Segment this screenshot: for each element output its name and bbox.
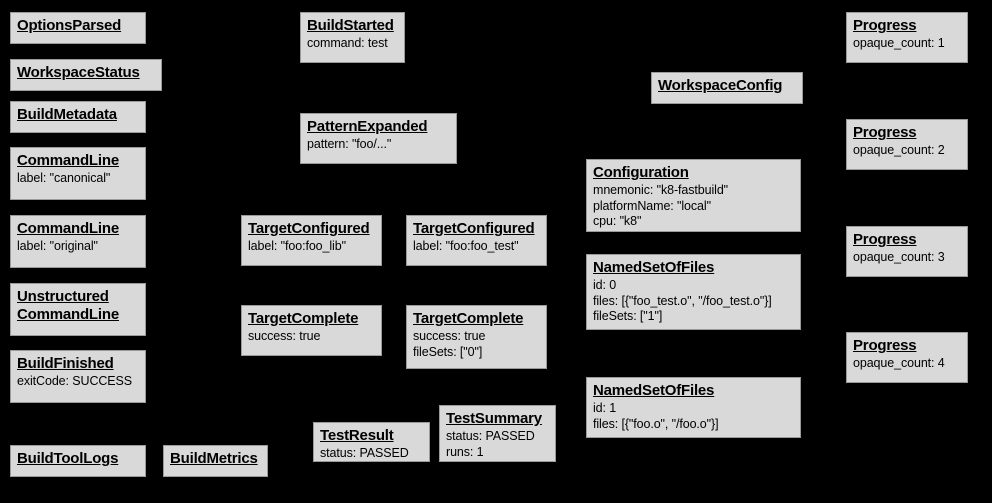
- node-fields: opaque_count: 3: [853, 249, 945, 264]
- node-title: Progress: [853, 17, 917, 34]
- node-title: BuildStarted: [307, 17, 394, 34]
- node-title: NamedSetOfFiles: [593, 382, 715, 399]
- node-fields: exitCode: SUCCESS: [17, 373, 133, 388]
- node-fields: success: true: [248, 328, 321, 343]
- node-build-tool-logs[interactable]: BuildToolLogs: [10, 445, 146, 477]
- node-fields: status: PASSED runs: 1: [446, 428, 535, 459]
- node-title: TestSummary: [446, 410, 542, 427]
- node-fields: label: "foo:foo_lib": [248, 238, 346, 253]
- node-title: PatternExpanded: [307, 118, 428, 135]
- node-fields: label: "canonical": [17, 170, 111, 185]
- node-build-metrics[interactable]: BuildMetrics: [163, 445, 268, 477]
- node-fields: label: "original": [17, 238, 98, 253]
- node-title: Configuration: [593, 164, 689, 181]
- node-fields: success: true fileSets: ["0"]: [413, 328, 486, 359]
- node-title: BuildToolLogs: [17, 450, 119, 467]
- node-title: CommandLine: [17, 220, 119, 237]
- node-title: WorkspaceStatus: [17, 64, 140, 81]
- node-title: Progress: [853, 231, 917, 248]
- node-title: Unstructured CommandLine: [17, 288, 119, 323]
- node-title: TargetConfigured: [248, 220, 370, 237]
- node-fields: id: 0 files: [{"foo_test.o", "/foo_test.…: [593, 277, 772, 324]
- node-fields: status: PASSED: [320, 445, 409, 460]
- node-title: OptionsParsed: [17, 17, 122, 34]
- node-title: Progress: [853, 337, 917, 354]
- node-workspace-status[interactable]: WorkspaceStatus: [10, 59, 162, 91]
- node-options-parsed[interactable]: OptionsParsed: [10, 12, 146, 44]
- node-title: BuildMetrics: [170, 450, 258, 467]
- node-build-metadata[interactable]: BuildMetadata: [10, 101, 146, 133]
- node-title: Progress: [853, 124, 917, 141]
- node-fields: id: 1 files: [{"foo.o", "/foo.o"}]: [593, 400, 719, 431]
- node-title: TargetConfigured: [413, 220, 535, 237]
- node-title: CommandLine: [17, 152, 119, 169]
- node-fields: pattern: "foo/...": [307, 136, 392, 151]
- node-workspace-config[interactable]: WorkspaceConfig: [651, 72, 803, 104]
- node-fields: label: "foo:foo_test": [413, 238, 519, 253]
- node-title: NamedSetOfFiles: [593, 259, 715, 276]
- node-title: WorkspaceConfig: [658, 77, 783, 94]
- node-title: BuildFinished: [17, 355, 114, 372]
- node-title: BuildMetadata: [17, 106, 117, 123]
- node-title: TargetComplete: [413, 310, 524, 327]
- node-fields: opaque_count: 1: [853, 35, 945, 50]
- node-title: TestResult: [320, 427, 394, 444]
- node-fields: opaque_count: 2: [853, 142, 945, 157]
- node-fields: mnemonic: "k8-fastbuild" platformName: "…: [593, 182, 729, 229]
- node-title: TargetComplete: [248, 310, 359, 327]
- node-unstructured-command-line[interactable]: Unstructured CommandLine: [10, 283, 146, 336]
- node-fields: command: test: [307, 35, 388, 50]
- node-fields: opaque_count: 4: [853, 355, 945, 370]
